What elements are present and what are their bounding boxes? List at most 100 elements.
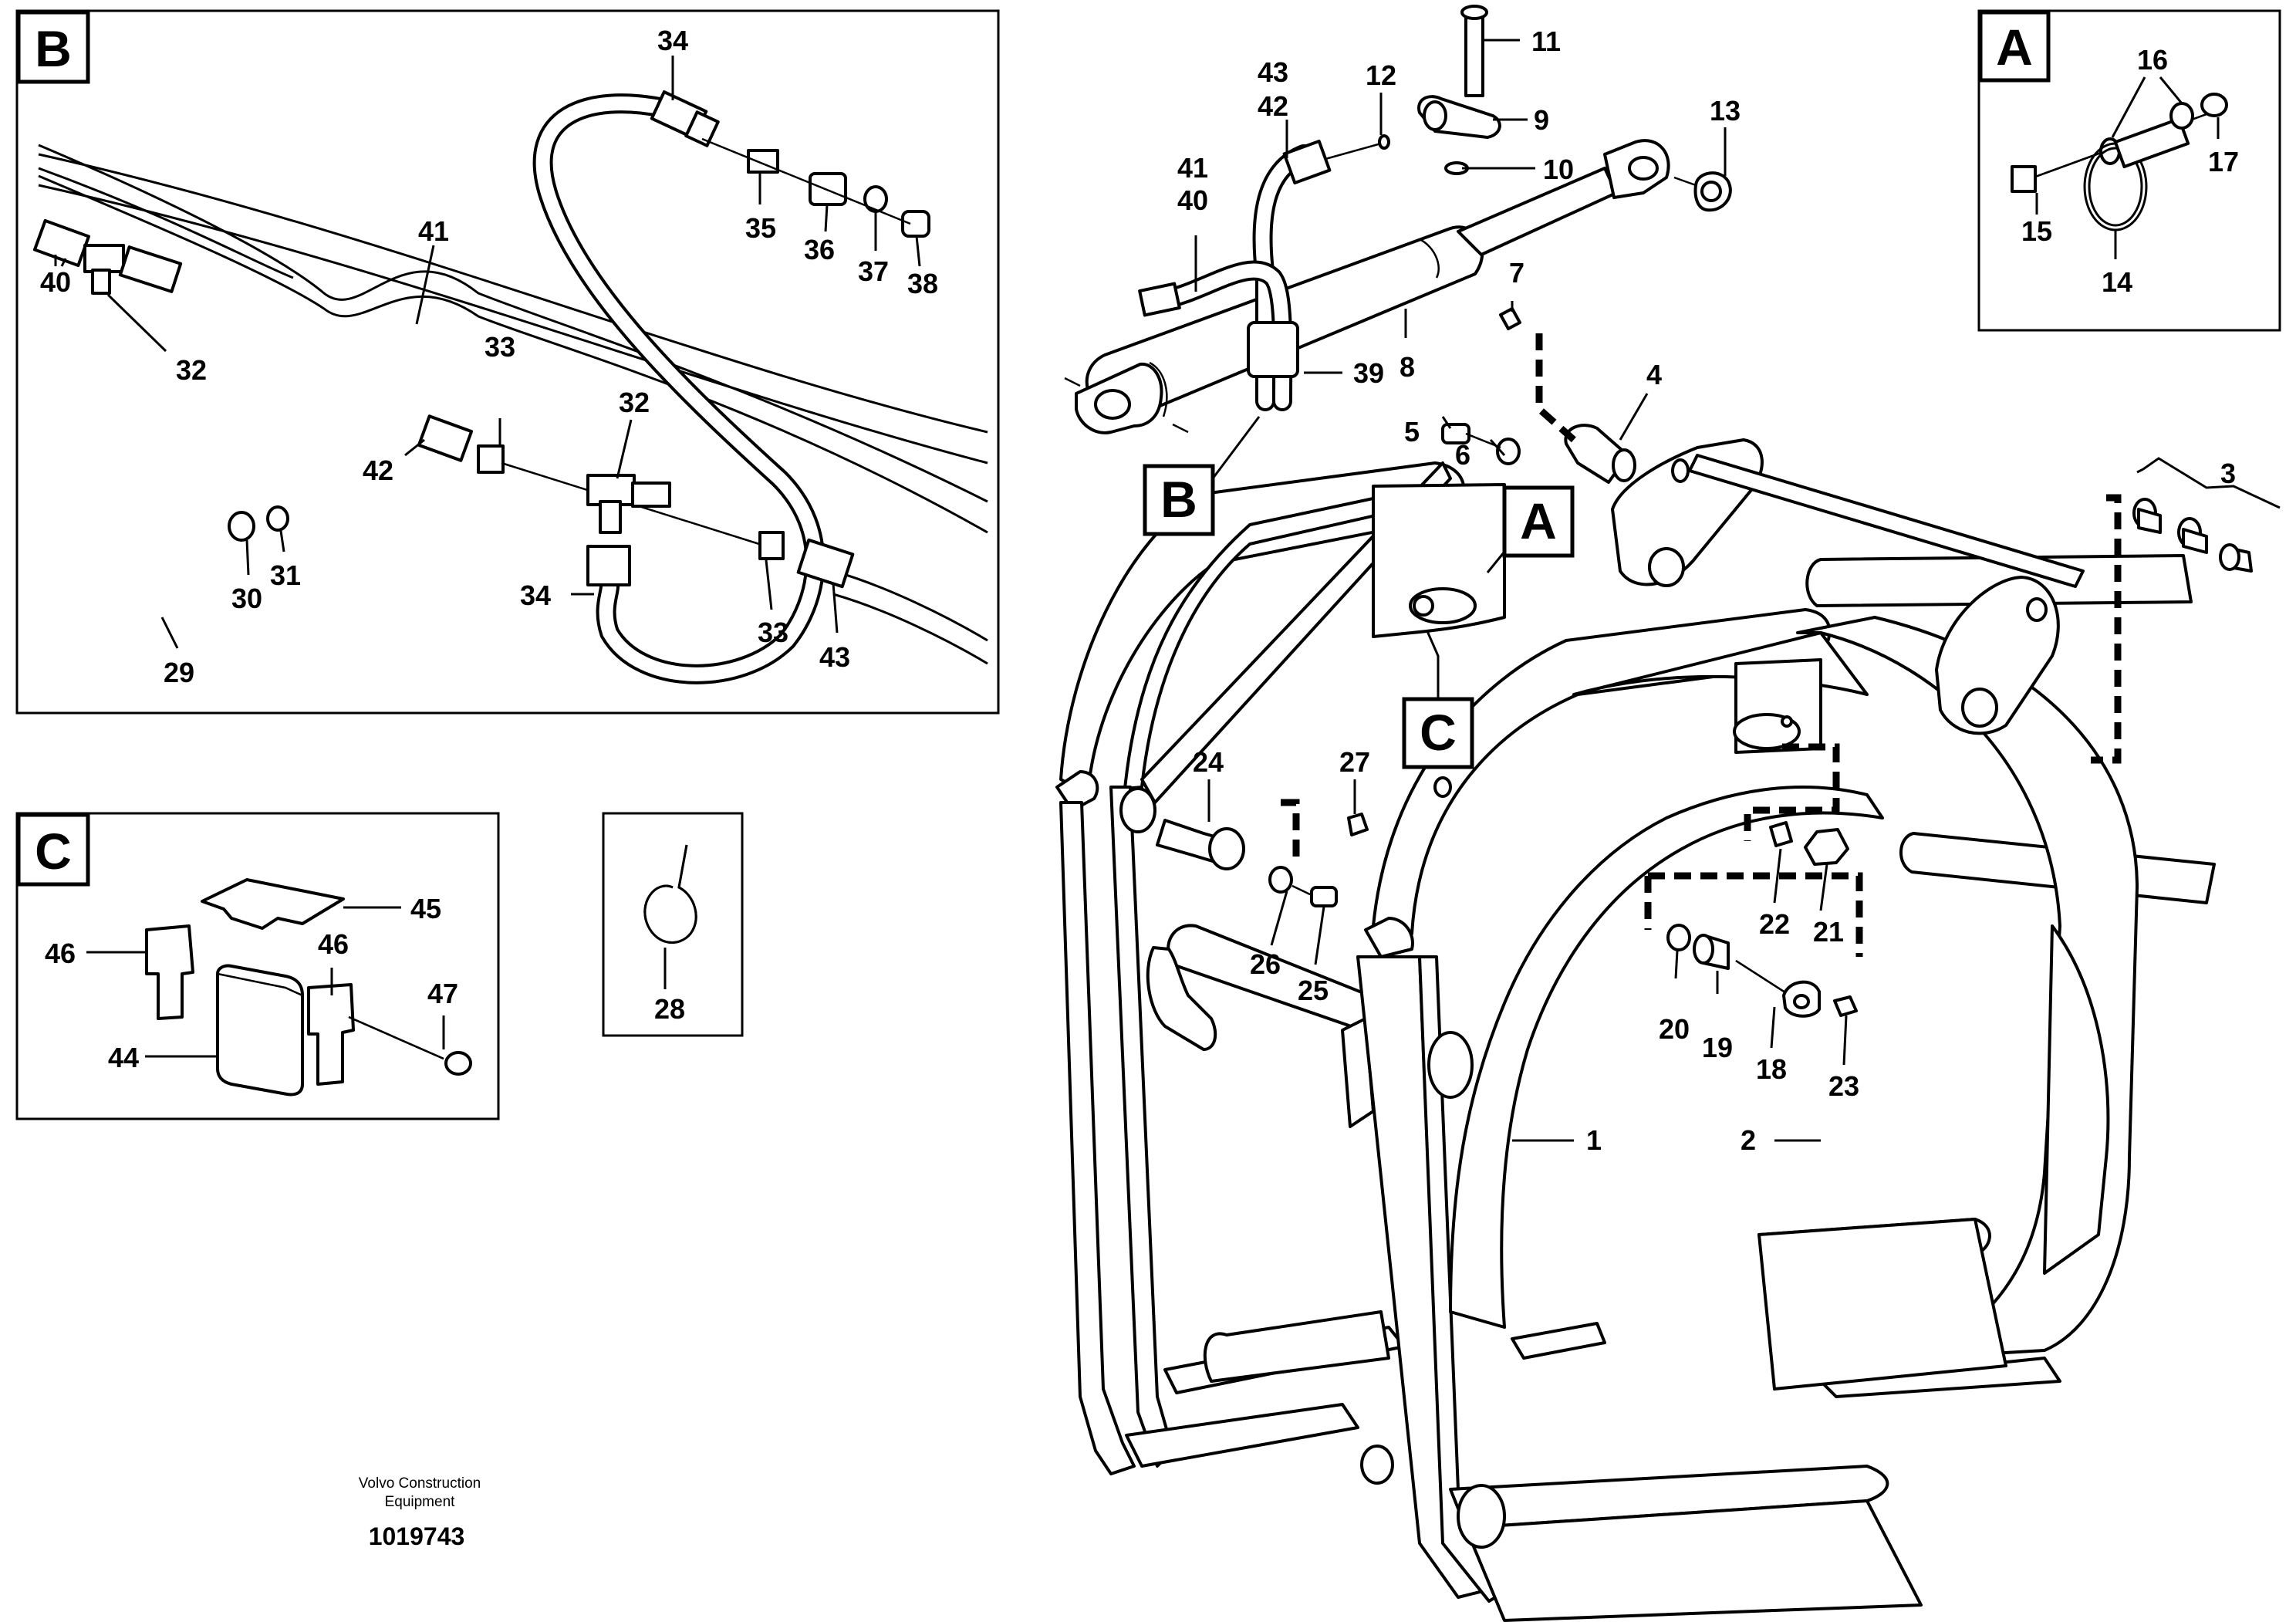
callout-24: 24: [1193, 746, 1224, 778]
callout-32-center: 32: [619, 387, 650, 418]
pad-44: [216, 964, 304, 1097]
callout-33-top: 33: [485, 331, 515, 363]
washer-37: [863, 185, 888, 213]
frame-1-front: [1356, 608, 2139, 1622]
bolt-25: [1310, 886, 1338, 907]
callout-42: 42: [363, 454, 393, 486]
footer-drawing-number: 1019743: [369, 1522, 465, 1550]
callout-7: 7: [1509, 257, 1524, 289]
callout-40: 40: [40, 266, 71, 298]
callout-41-main: 41: [1177, 152, 1208, 184]
plug-38: [901, 210, 930, 238]
footer-company-line1: Volvo Construction: [359, 1475, 481, 1492]
fitting-33-left: [477, 444, 505, 474]
bolt-15: [2011, 165, 2037, 193]
callout-27: 27: [1339, 746, 1370, 778]
callout-39: 39: [1353, 357, 1384, 389]
tee-32-left: [83, 244, 125, 273]
hose-end-34: [586, 545, 631, 586]
callout-41: 41: [418, 215, 449, 247]
callout-31: 31: [270, 559, 301, 591]
plate-45: [201, 878, 345, 930]
oring-12: [1378, 134, 1390, 150]
bolt-47: [444, 1051, 472, 1076]
callout-42-main: 42: [1258, 90, 1288, 122]
washer-16-right: [2169, 102, 2194, 130]
detail-a-panel: A 16 17 15 14: [1977, 9, 2281, 332]
nut-36: [809, 172, 847, 206]
fitting-43: [796, 538, 855, 589]
callout-40-main: 40: [1177, 184, 1208, 216]
fitting-33-right: [758, 531, 785, 560]
callout-13: 13: [1710, 95, 1741, 127]
washer-20: [1666, 924, 1691, 951]
callout-21: 21: [1813, 916, 1844, 948]
detail-tag-c: C: [35, 823, 72, 880]
bolt-5: [1441, 423, 1470, 444]
grease-23: [1833, 995, 1858, 1017]
dashed-guide-7: [1535, 333, 1576, 443]
callout-14: 14: [2102, 266, 2132, 298]
callout-15: 15: [2021, 215, 2052, 247]
footer-company-line2: Equipment: [385, 1494, 456, 1510]
callout-43-main: 43: [1258, 56, 1288, 88]
hose-sleeve-39: [1247, 321, 1299, 378]
callout-33-bottom: 33: [758, 617, 788, 648]
main-tag-a: A: [1520, 492, 1557, 549]
callout-28: 28: [654, 993, 685, 1025]
callout-26: 26: [1250, 948, 1281, 980]
callout-47: 47: [427, 978, 458, 1009]
callout-9: 9: [1534, 104, 1549, 136]
washer-30: [228, 511, 255, 542]
callout-10: 10: [1543, 154, 1574, 185]
dashed-guide-3: [2091, 494, 2122, 764]
callout-36: 36: [804, 234, 835, 265]
callout-3: 3: [2220, 458, 2236, 489]
callout-46-left: 46: [45, 938, 76, 969]
callout-22: 22: [1759, 908, 1790, 940]
callout-29: 29: [164, 657, 194, 688]
callout-12: 12: [1366, 59, 1396, 91]
main-tag-b: B: [1160, 471, 1197, 528]
nut-21: [1804, 828, 1849, 866]
callout-44: 44: [108, 1042, 139, 1073]
grease-7: [1499, 307, 1521, 330]
footer: Volvo Construction Equipment 1019743: [359, 1475, 481, 1550]
bracket-46-right: [307, 983, 355, 1086]
callout-23: 23: [1828, 1070, 1859, 1102]
main-tag-c: C: [1420, 704, 1457, 761]
fitting-42-cyl: [1282, 139, 1332, 185]
callout-37: 37: [858, 255, 889, 287]
callout-34-top: 34: [657, 25, 688, 56]
main-assembly: A B C 11 12 9: [1055, 5, 2281, 1622]
callout-43: 43: [819, 641, 850, 673]
grease-22: [1769, 821, 1793, 847]
bolt-11: [1464, 9, 1484, 97]
bracket-46-left: [145, 924, 194, 1020]
detail-cable-tie-panel: 28: [602, 812, 744, 1037]
detail-tag-b: B: [35, 20, 72, 77]
callout-46-right: 46: [318, 928, 349, 960]
grease-27: [1347, 813, 1369, 836]
nut-17: [2200, 93, 2228, 117]
callout-34-bottom: 34: [520, 580, 551, 611]
callout-19: 19: [1702, 1032, 1733, 1063]
callout-2: 2: [1741, 1124, 1756, 1156]
detail-tag-a: A: [1996, 19, 2033, 76]
callout-38: 38: [907, 268, 938, 299]
callout-16: 16: [2137, 44, 2168, 76]
callout-45: 45: [410, 893, 441, 924]
callout-25: 25: [1298, 975, 1329, 1006]
callout-18: 18: [1756, 1053, 1787, 1085]
nut-31: [266, 505, 289, 532]
washer-6: [1496, 438, 1521, 465]
callout-30: 30: [231, 583, 262, 614]
callout-1: 1: [1586, 1124, 1602, 1156]
callout-32-left: 32: [176, 354, 207, 386]
detail-b-panel: B: [15, 9, 1000, 715]
washer-26: [1268, 866, 1293, 894]
callout-20: 20: [1659, 1013, 1690, 1045]
callout-6: 6: [1455, 439, 1470, 471]
callout-35: 35: [745, 212, 776, 244]
